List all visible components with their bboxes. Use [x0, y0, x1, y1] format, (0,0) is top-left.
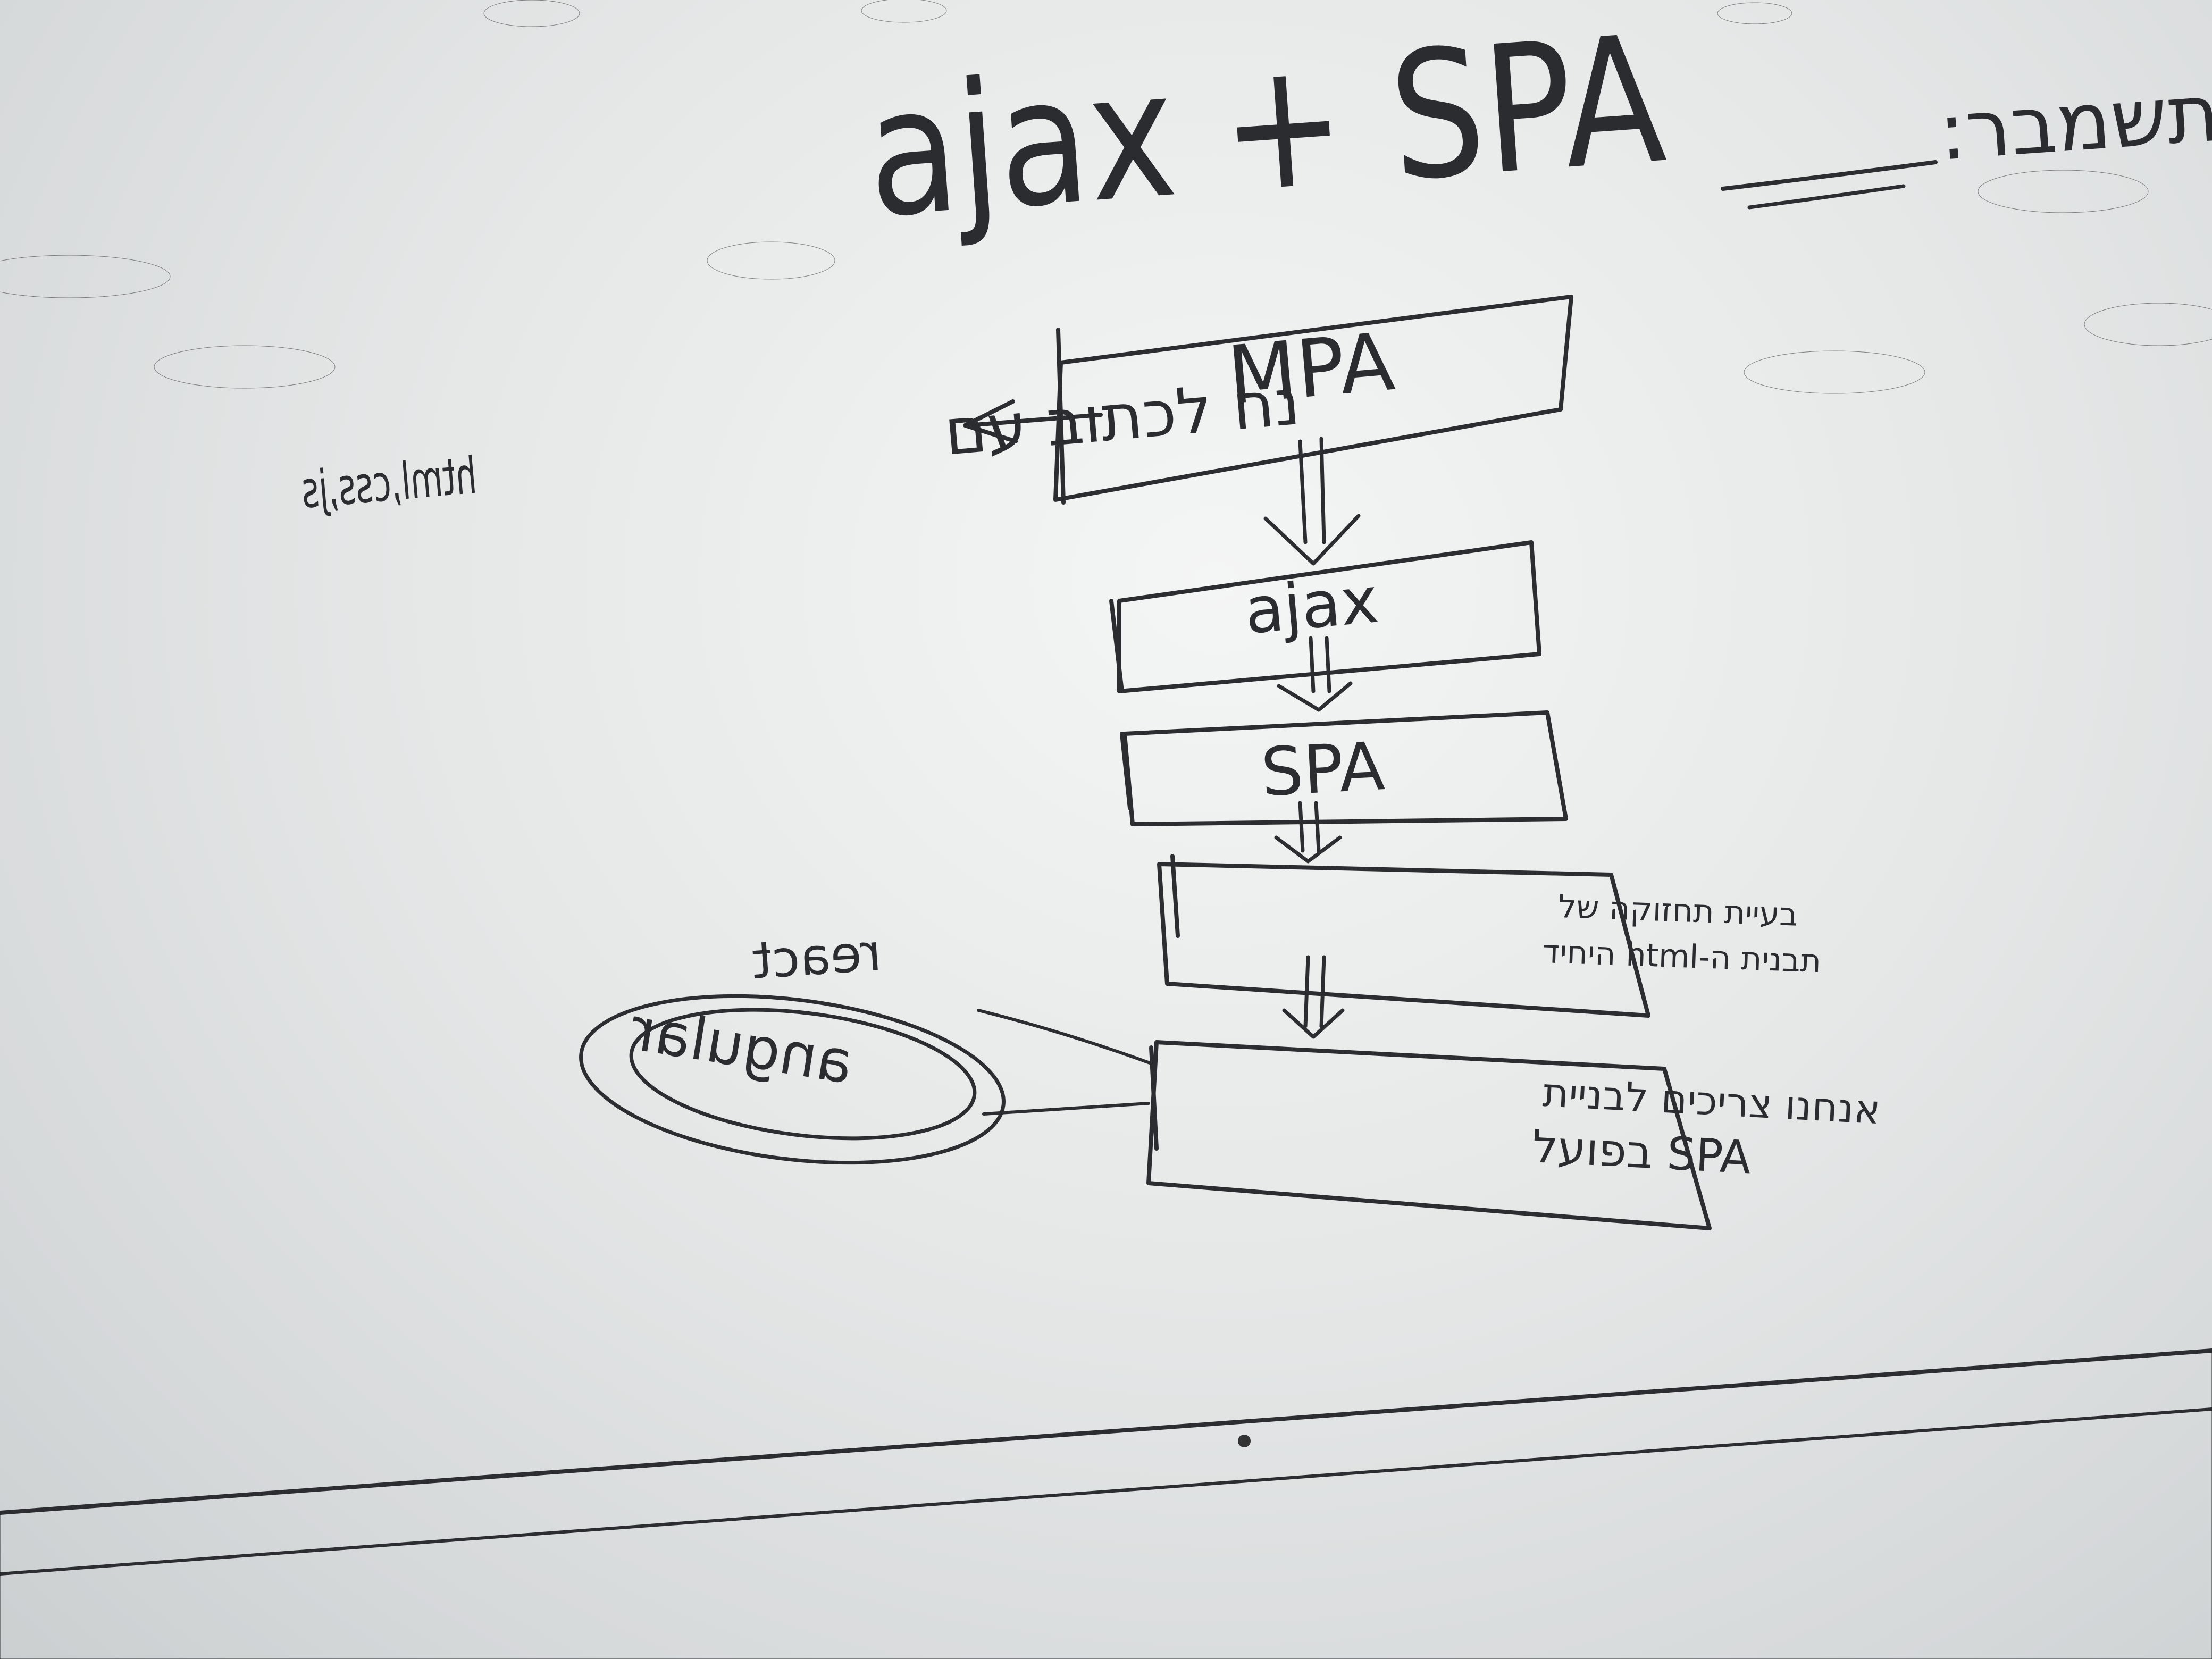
flow-box-maintenance: בעיית תחזוקה של תבנית ה-html היחיד [1157, 854, 1822, 1018]
flow-box-maintenance-line2: תבנית ה-html היחיד [1541, 933, 1822, 980]
flow-arrow-1 [1263, 437, 1361, 566]
title-underline [1721, 160, 1938, 191]
board-frame [0, 1348, 2212, 1659]
flow-box-ajax-label: ajax [1242, 563, 1381, 648]
flow-box-spa-label: SPA [1259, 728, 1387, 811]
flow-box-maintenance-line1: בעיית תחזוקה של [1557, 888, 1798, 934]
flow-box-frameworks-line2: SPA בפועל [1531, 1120, 1752, 1184]
side-note-arrow [966, 413, 1103, 428]
light-reflections [0, 0, 2212, 394]
side-note: נח לכתוב עם html,css,js [299, 365, 1303, 520]
title-english: ajax + SPA [861, 0, 1671, 257]
flow-arrow-4 [1282, 955, 1345, 1039]
framework-angular-inner-ring [629, 1008, 977, 1141]
flow-box-ajax: ajax [1109, 540, 1541, 693]
flow-box-spa: SPA [1120, 710, 1568, 826]
title: ajax + SPA תשמבר: [861, 0, 2212, 257]
title-hebrew: תשמבר: [1936, 66, 2212, 178]
side-note-hebrew: נח לכתוב עם [941, 365, 1303, 470]
framework-connectors [977, 1009, 1153, 1116]
framework-angular-outer-ring [579, 994, 1006, 1165]
side-note-tech: html,css,js [299, 447, 479, 520]
flow-box-mpa: MPA [1053, 295, 1573, 505]
flow-arrow-2 [1277, 636, 1353, 712]
flow-box-mpa-label: MPA [1224, 316, 1398, 423]
flow-arrow-3 [1274, 801, 1342, 864]
flow-box-frameworks: אנחנו צריכים לבניית SPA בפועל [1146, 1040, 1882, 1230]
framework-group: react angular [579, 923, 1006, 1165]
framework-react: react [750, 923, 883, 991]
